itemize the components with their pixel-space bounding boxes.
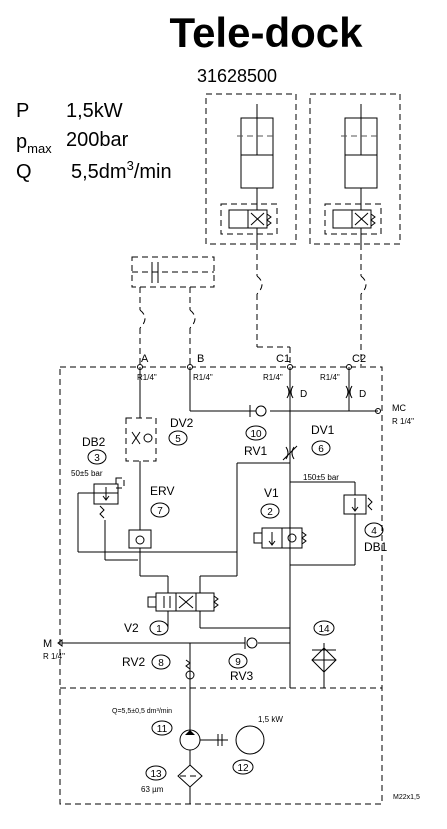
dv2-label: DV2 xyxy=(170,416,194,430)
port-mc-label: MC xyxy=(392,403,406,413)
db1-setting: 150±5 bar xyxy=(303,473,339,482)
power-symbol: P xyxy=(16,100,29,122)
motor xyxy=(235,725,265,755)
pump xyxy=(179,729,228,751)
v1-label: V1 xyxy=(264,486,279,500)
return-filter xyxy=(311,647,337,673)
db1-number: 4 xyxy=(371,526,377,537)
suction-mesh-label: 63 µm xyxy=(141,785,164,794)
suction-number: 13 xyxy=(150,769,162,780)
v2-directional-valve xyxy=(147,592,219,612)
db2-relief-valve xyxy=(93,477,125,519)
suction-strainer xyxy=(177,764,203,788)
erv-label: ERV xyxy=(150,484,174,498)
motor-number: 12 xyxy=(237,763,249,774)
orifice-d1-label: D xyxy=(300,389,307,400)
power-value: 1,5kW xyxy=(66,100,123,122)
port-c2-label: C2 xyxy=(352,353,366,365)
erv-check-valve xyxy=(128,529,152,549)
rv1-check-valve xyxy=(249,405,267,417)
v2-label: V2 xyxy=(124,621,139,635)
port-a-thread: R1/4" xyxy=(137,373,157,382)
port-m-label: M xyxy=(43,638,52,650)
port-m-thread: R 1/4" xyxy=(43,652,65,661)
port-mc-thread: R 1/4" xyxy=(392,417,414,426)
drain-plug-label: M22x1,5 xyxy=(393,794,420,801)
db1-relief-valve xyxy=(343,494,373,515)
dv1-throttle xyxy=(282,445,298,461)
rv2-number: 8 xyxy=(158,658,164,669)
port-c1-label: C1 xyxy=(276,353,290,365)
cylinder-unit-right xyxy=(309,93,401,245)
db2-number: 3 xyxy=(94,453,100,464)
port-a-label: A xyxy=(141,353,149,365)
rv2-label: RV2 xyxy=(122,655,145,669)
pmax-value: 200bar xyxy=(66,129,129,151)
flow-symbol: Q xyxy=(16,161,32,183)
rv1-label: RV1 xyxy=(244,444,267,458)
rv3-label: RV3 xyxy=(230,669,253,683)
db2-label: DB2 xyxy=(82,435,106,449)
pmax-symbol: pmax xyxy=(16,131,52,156)
port-b-thread: R1/4" xyxy=(193,373,213,382)
hose-c1 xyxy=(256,244,291,366)
filter-number: 14 xyxy=(318,624,330,635)
orifice-d2-label: D xyxy=(359,389,366,400)
diagram-title: Tele-dock xyxy=(170,9,364,56)
port-b-label: B xyxy=(197,353,204,365)
port-c1-thread: R1/4" xyxy=(263,373,283,382)
motor-power-label: 1,5 kW xyxy=(258,715,283,724)
pump-flow-label: Q=5,5±0,5 dm³/min xyxy=(112,708,172,715)
hose-c2 xyxy=(360,244,367,366)
rv3-number: 9 xyxy=(235,657,241,668)
v2-number: 1 xyxy=(156,624,162,635)
valve-block-outline xyxy=(59,366,383,805)
v1-number: 2 xyxy=(267,507,273,518)
db2-setting: 50±5 bar xyxy=(71,469,103,478)
v1-solenoid-valve xyxy=(253,527,307,549)
dv2-number: 5 xyxy=(175,434,181,445)
erv-number: 7 xyxy=(157,506,163,517)
dv1-label: DV1 xyxy=(311,423,335,437)
rv2-check-valve xyxy=(185,659,195,680)
rv3-check-valve xyxy=(244,637,258,649)
dv2-throttle-check xyxy=(125,417,157,462)
flow-value: 5,5dm3/min xyxy=(71,158,172,183)
cylinder-unit-left xyxy=(205,93,297,245)
ab-actuator xyxy=(131,256,215,366)
rv1-number: 10 xyxy=(250,429,262,440)
pump-number: 11 xyxy=(157,724,168,735)
port-c2-thread: R1/4" xyxy=(320,373,340,382)
dv1-number: 6 xyxy=(318,444,324,455)
part-number: 31628500 xyxy=(197,66,277,86)
db1-label: DB1 xyxy=(364,540,388,554)
